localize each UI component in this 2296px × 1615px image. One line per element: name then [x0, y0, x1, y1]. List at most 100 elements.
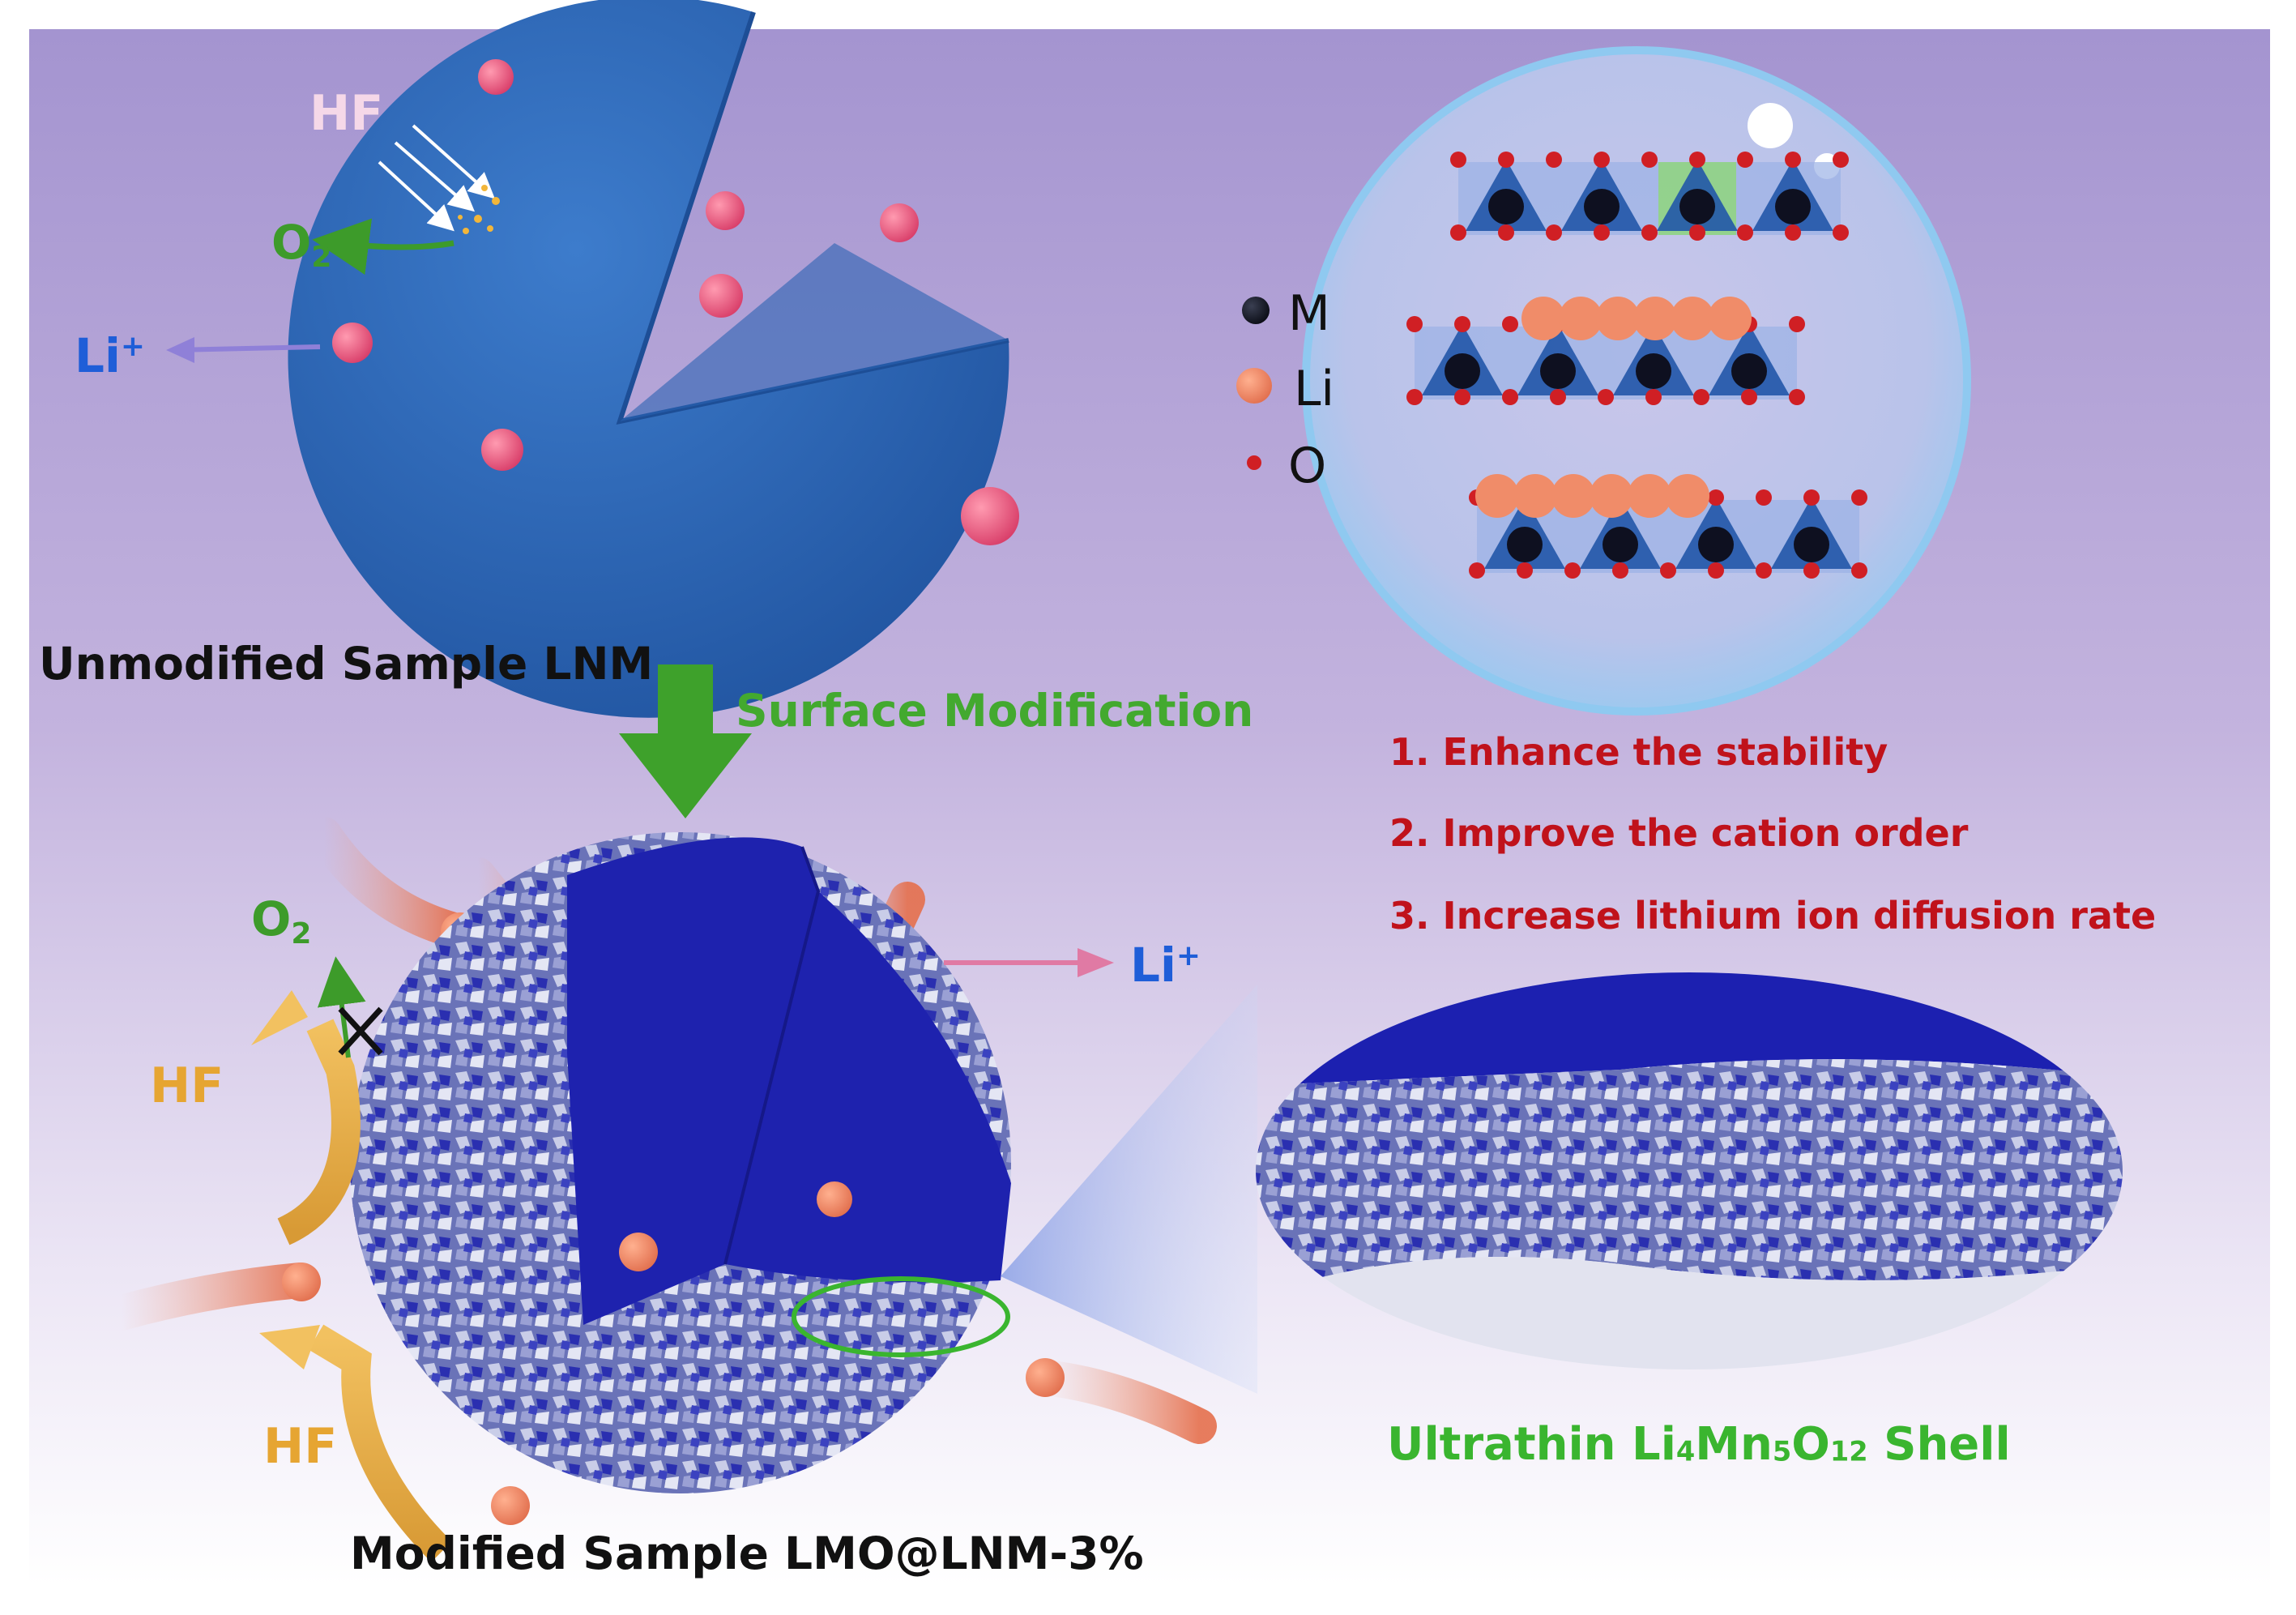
shell-sub-2: 5: [1772, 1435, 1792, 1468]
oxygen-atom: [1641, 224, 1658, 241]
oxygen-atom: [1406, 316, 1423, 332]
legend-o-marker: [1247, 455, 1261, 470]
metal-atom: [1540, 353, 1576, 389]
oxygen-atom: [1737, 152, 1753, 168]
oxygen-atom: [1598, 389, 1614, 405]
metal-atom: [1488, 189, 1524, 224]
oxygen-atom: [1546, 152, 1562, 168]
hf-label-bottom-upper: HF: [150, 1057, 224, 1114]
oxygen-atom: [1450, 224, 1466, 241]
oxygen-atom: [1641, 152, 1658, 168]
oxygen-atom: [1756, 489, 1772, 506]
lithium-atom: [1590, 474, 1633, 518]
metal-atom: [1679, 189, 1715, 224]
oxygen-atom: [1737, 224, 1753, 241]
small-bubble-1: [1748, 103, 1793, 148]
lithium-release-arrowhead: [166, 337, 194, 363]
legend-li-marker: [1236, 368, 1272, 404]
oxygen-atom: [1550, 389, 1566, 405]
shell-sub-1: 4: [1675, 1435, 1696, 1468]
metal-atom: [1698, 527, 1734, 562]
metal-atom: [1775, 189, 1811, 224]
li-label-top: Li+: [75, 332, 145, 379]
oxygen-atom: [1502, 389, 1518, 405]
oxygen-atom: [1450, 152, 1466, 168]
oxygen-atom: [1594, 152, 1610, 168]
shell-zoom-view: [1256, 972, 2123, 1369]
o2-bottom-sub: 2: [291, 917, 312, 951]
oxygen-atom: [1851, 562, 1867, 579]
oxygen-atom: [1789, 389, 1805, 405]
shell-part-3: O: [1791, 1418, 1830, 1471]
oxygen-atom: [1594, 224, 1610, 241]
oxygen-atom: [1851, 489, 1867, 506]
o2-label-top: O2: [271, 219, 331, 272]
legend-li-label: Li: [1294, 361, 1335, 417]
lithium-ions-escaping: [332, 59, 1019, 545]
unmodified-caption: Unmodified Sample LNM: [39, 638, 654, 690]
modified-particle: [350, 832, 1011, 1493]
oxygen-atom: [1454, 316, 1470, 332]
metal-atom: [1636, 353, 1671, 389]
lithium-atom: [1666, 474, 1709, 518]
oxygen-atom: [1833, 152, 1849, 168]
oxygen-atom: [1689, 224, 1705, 241]
metal-atom: [1794, 527, 1829, 562]
oxygen-atom: [1612, 562, 1628, 579]
lithium-atom: [1596, 297, 1640, 340]
blocked-cross-icon: [338, 1006, 383, 1056]
lithium-atom: [1475, 474, 1519, 518]
li-bottom-main: Li: [1130, 938, 1176, 993]
lithium-atom: [1671, 297, 1714, 340]
zoom-cone: [1001, 985, 1257, 1394]
oxygen-atom: [1785, 152, 1801, 168]
oxygen-atom: [1517, 562, 1533, 579]
lithium-atom: [1521, 297, 1565, 340]
hf-blocking-arrows: [251, 990, 452, 1562]
oxygen-atom: [1833, 224, 1849, 241]
legend-o-label: O: [1288, 438, 1327, 494]
oxygen-atom: [1756, 562, 1772, 579]
oxygen-atom: [1469, 562, 1485, 579]
lithium-release-arrow: [173, 344, 321, 352]
lithium-atom: [1708, 297, 1752, 340]
hf-label-bottom-lower: HF: [263, 1418, 338, 1475]
legend-m-marker: [1242, 297, 1270, 324]
oxygen-atom: [1708, 489, 1724, 506]
blocked-oxygen-arrow: [317, 956, 383, 1058]
o2-label-bottom: O2: [251, 895, 311, 949]
lithium-atom: [1628, 474, 1671, 518]
lithium-atom: [1633, 297, 1677, 340]
surface-modification-arrow: [619, 664, 752, 818]
oxygen-atom: [1803, 489, 1820, 506]
benefit-3: 3. Increase lithium ion diffusion rate: [1389, 894, 2157, 938]
oxygen-atom: [1689, 152, 1705, 168]
oxygen-atom: [1660, 562, 1676, 579]
shell-highlight-ring: [792, 1276, 1010, 1357]
oxygen-atom: [1785, 224, 1801, 241]
metal-atom: [1731, 353, 1767, 389]
oxygen-atom: [1693, 389, 1709, 405]
o2-top-main: O: [271, 215, 312, 270]
metal-atom: [1445, 353, 1480, 389]
modified-caption: Modified Sample LMO@LNM-3%: [350, 1527, 1144, 1579]
benefit-1: 1. Enhance the stability: [1389, 730, 1888, 774]
li-label-bottom: Li+: [1130, 942, 1201, 989]
oxygen-atom: [1498, 224, 1514, 241]
oxygen-release-arrow: [312, 218, 455, 276]
li-top-sup: +: [120, 330, 145, 364]
surface-modification-label: Surface Modification: [736, 685, 1254, 737]
hf-attack-arrows: [378, 124, 500, 234]
oxygen-atom: [1406, 389, 1423, 405]
metal-atom: [1603, 527, 1638, 562]
oxygen-atom: [1502, 316, 1518, 332]
oxygen-atom: [1564, 562, 1581, 579]
lithium-atom: [1559, 297, 1603, 340]
o2-bottom-main: O: [251, 891, 292, 946]
oxygen-atom: [1741, 389, 1757, 405]
oxygen-atom: [1708, 562, 1724, 579]
o2-top-sub: 2: [311, 241, 332, 275]
li-bottom-sup: +: [1176, 939, 1201, 973]
oxygen-atom: [1454, 389, 1470, 405]
